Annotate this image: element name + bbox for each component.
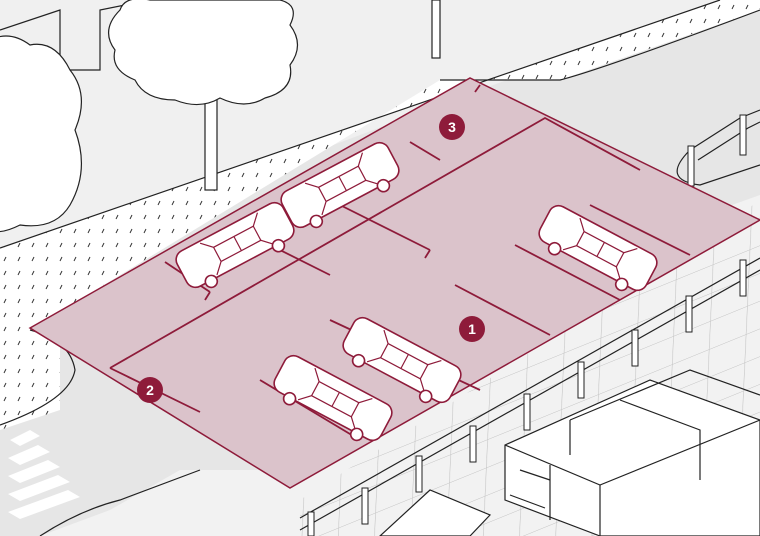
- marker-2-label: 2: [146, 382, 154, 398]
- marker-1: 1: [459, 316, 485, 342]
- marker-3: 3: [439, 114, 465, 140]
- marker-2: 2: [137, 377, 163, 403]
- marker-1-label: 1: [468, 321, 476, 337]
- light-pole: [432, 0, 440, 58]
- marker-3-label: 3: [448, 119, 456, 135]
